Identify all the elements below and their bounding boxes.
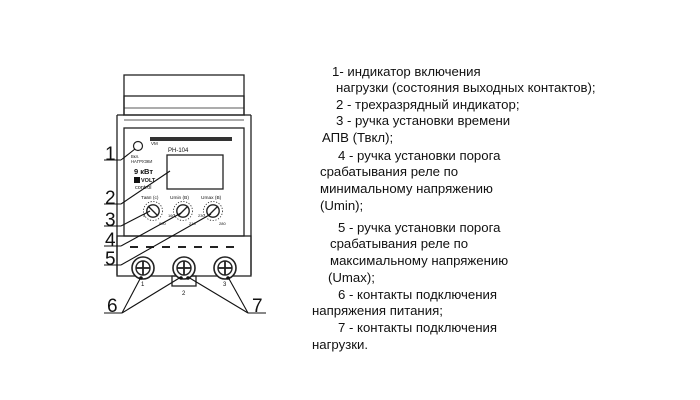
legend-line: нагрузки (состояния выходных контактов); (336, 80, 596, 95)
callout-4: 4 (105, 230, 116, 251)
indicator-label-top: Вкл. (131, 154, 139, 159)
power-rating: 9 кВт (134, 167, 153, 176)
time-knob[interactable] (143, 201, 163, 221)
legend-line: срабатывания реле по (330, 236, 469, 251)
legend-line: 7 - контакты подключения (338, 320, 498, 335)
knob2-max: 210 (189, 221, 196, 226)
callout-5: 5 (105, 249, 116, 270)
device-diagram: VM Вкл. НАГРУЗКИ РН-104 9 кВт VOLT contr… (104, 74, 266, 317)
knob2-label: Umin (В) (170, 195, 189, 201)
legend-line: 4 - ручка установки порога (338, 148, 501, 163)
top-tag: VM (151, 141, 158, 146)
legend-line: (Umin); (320, 198, 364, 213)
knob2-min: 160 (168, 213, 175, 218)
callout-dots (139, 276, 230, 280)
brand-badge (134, 177, 140, 183)
umax-knob[interactable] (203, 201, 223, 221)
terminal-number-2: 2 (182, 291, 186, 297)
callout-3: 3 (105, 210, 116, 231)
callout-leaders (104, 148, 266, 314)
legend-line: 6 - контакты подключения (338, 287, 498, 302)
umin-knob[interactable] (173, 201, 193, 221)
top-tag-bar (150, 137, 232, 141)
knob1-label: Тавп (с) (141, 195, 159, 201)
three-digit-display (166, 154, 224, 190)
legend-line: нагрузки. (312, 337, 369, 352)
legend-line: максимальному напряжению (330, 253, 509, 268)
legend-line: 5 - ручка установки порога (338, 220, 501, 235)
legend-line: 1- индикатор включения (332, 64, 481, 79)
load-indicator-led (132, 140, 144, 152)
callout-6: 6 (107, 296, 118, 317)
knob3-max: 280 (219, 221, 226, 226)
legend-line: АПВ (Твкл); (322, 130, 394, 145)
legend-line: 2 - трехразрядный индикатор; (336, 97, 520, 112)
terminal-number-3: 3 (223, 282, 227, 288)
terminal-3[interactable] (213, 256, 237, 280)
legend-line: (Umax); (328, 270, 375, 285)
legend-line: напряжения питания; (312, 303, 443, 318)
legend-line: 3 - ручка установки времени (336, 113, 511, 128)
callout-1: 1 (105, 144, 116, 165)
knob3-min: 230 (198, 213, 205, 218)
knob1-min: 5 (143, 213, 146, 218)
terminal-number-1: 1 (141, 282, 145, 288)
indicator-label-bottom: НАГРУЗКИ (131, 159, 152, 164)
brand-bottom: control (135, 185, 152, 191)
terminal-1[interactable] (131, 256, 155, 280)
callout-7: 7 (252, 296, 263, 317)
knob3-label: Umax (В) (201, 195, 222, 201)
legend-line: срабатывания реле по (320, 164, 459, 179)
model-label: РН-104 (168, 148, 189, 154)
legend-line: минимальному напряжению (320, 181, 493, 196)
terminal-2[interactable] (172, 256, 196, 280)
brand-top: VOLT (141, 178, 156, 184)
callout-2: 2 (105, 188, 116, 209)
